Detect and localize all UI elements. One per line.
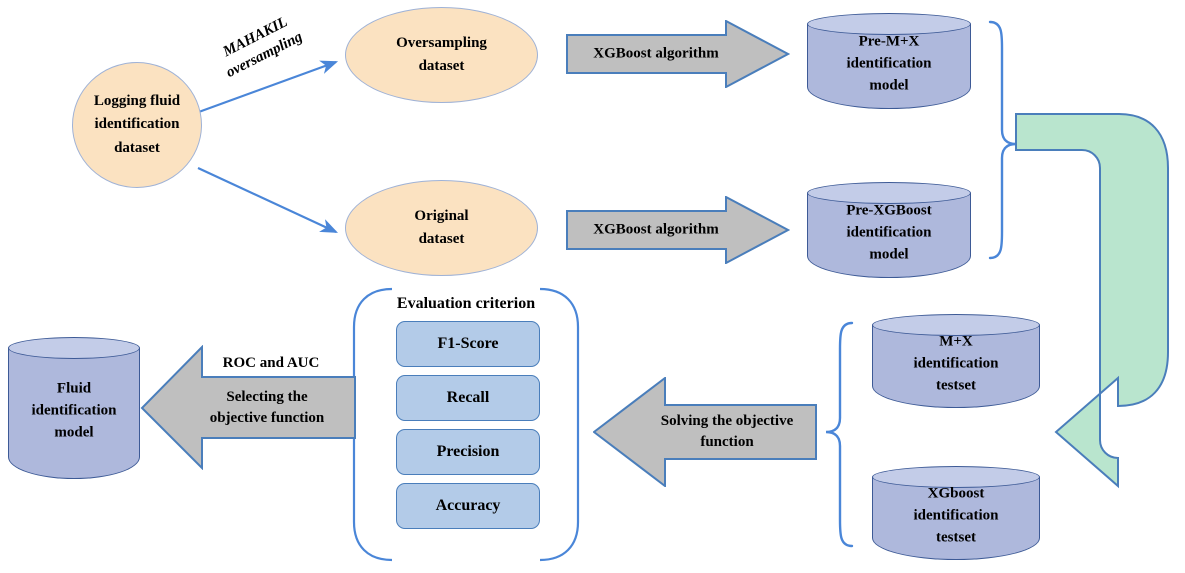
node-original-dataset[interactable]: Original dataset	[345, 180, 538, 276]
node-pre-mx-model-label: Pre-M+X identification model	[846, 33, 932, 94]
cylinder-top	[807, 182, 971, 204]
node-mx-testset-label: M+X identification testset	[913, 333, 999, 394]
arrow-xgboost-algorithm-bottom-label: XGBoost algorithm	[593, 221, 719, 238]
node-mx-testset[interactable]: M+X identification testset	[872, 314, 1040, 408]
metric-f1-score[interactable]: F1-Score	[396, 321, 540, 367]
arrow-solving-objective-function-label: Solving the objective function	[660, 413, 794, 450]
arrow-shape	[593, 377, 817, 487]
metric-precision[interactable]: Precision	[396, 429, 540, 475]
node-pre-xgboost-model[interactable]: Pre-XGBoost identification model	[807, 182, 971, 278]
arrow-selecting-objective-function[interactable]: Selecting the objective function	[140, 345, 356, 470]
arrow-solving-objective-function[interactable]: Solving the objective function	[593, 377, 817, 487]
arrow-selecting-objective-function-label: Selecting the objective function	[209, 388, 325, 426]
arrow-label-roc-and-auc: ROC and AUC	[222, 355, 320, 371]
node-oversampling-dataset-label: Oversampling dataset	[396, 34, 487, 74]
arrow-shape	[140, 345, 356, 470]
node-oversampling-dataset[interactable]: Oversampling dataset	[345, 7, 538, 103]
node-pre-xgboost-model-label: Pre-XGBoost identification model	[846, 202, 932, 263]
node-xgboost-testset-label: XGboost identification testset	[913, 485, 999, 546]
node-logging-fluid-dataset-label: Logging fluid identification dataset	[93, 93, 181, 156]
cylinder-top	[872, 314, 1040, 336]
arrow-xgboost-algorithm-top-label: XGBoost algorithm	[593, 45, 719, 62]
evaluation-criterion-title: Evaluation criterion	[396, 295, 536, 312]
cylinder-body	[872, 325, 1040, 408]
node-fluid-identification-model[interactable]: Fluid identification model	[8, 337, 140, 479]
node-original-dataset-label: Original dataset	[414, 207, 469, 247]
cylinder-top	[872, 466, 1040, 488]
cylinder-body	[872, 477, 1040, 560]
arrow-xgboost-algorithm-top[interactable]: XGBoost algorithm	[566, 20, 790, 88]
cylinder-body	[807, 193, 971, 278]
node-logging-fluid-dataset[interactable]: Logging fluid identification dataset	[72, 62, 202, 188]
arrow-xgboost-algorithm-bottom[interactable]: XGBoost algorithm	[566, 196, 790, 264]
node-pre-mx-model[interactable]: Pre-M+X identification model	[807, 13, 971, 109]
cylinder-body	[807, 24, 971, 109]
cylinder-top	[807, 13, 971, 35]
cylinder-top	[8, 337, 140, 359]
arrow-shape	[566, 20, 790, 88]
evaluation-criterion-panel: Evaluation criterion F1-Score Recall Pre…	[352, 287, 580, 562]
node-fluid-identification-model-label: Fluid identification model	[31, 380, 117, 441]
metric-recall[interactable]: Recall	[396, 375, 540, 421]
node-xgboost-testset[interactable]: XGboost identification testset	[872, 466, 1040, 560]
cylinder-body	[8, 348, 140, 479]
arrow-shape	[566, 196, 790, 264]
metric-accuracy[interactable]: Accuracy	[396, 483, 540, 529]
